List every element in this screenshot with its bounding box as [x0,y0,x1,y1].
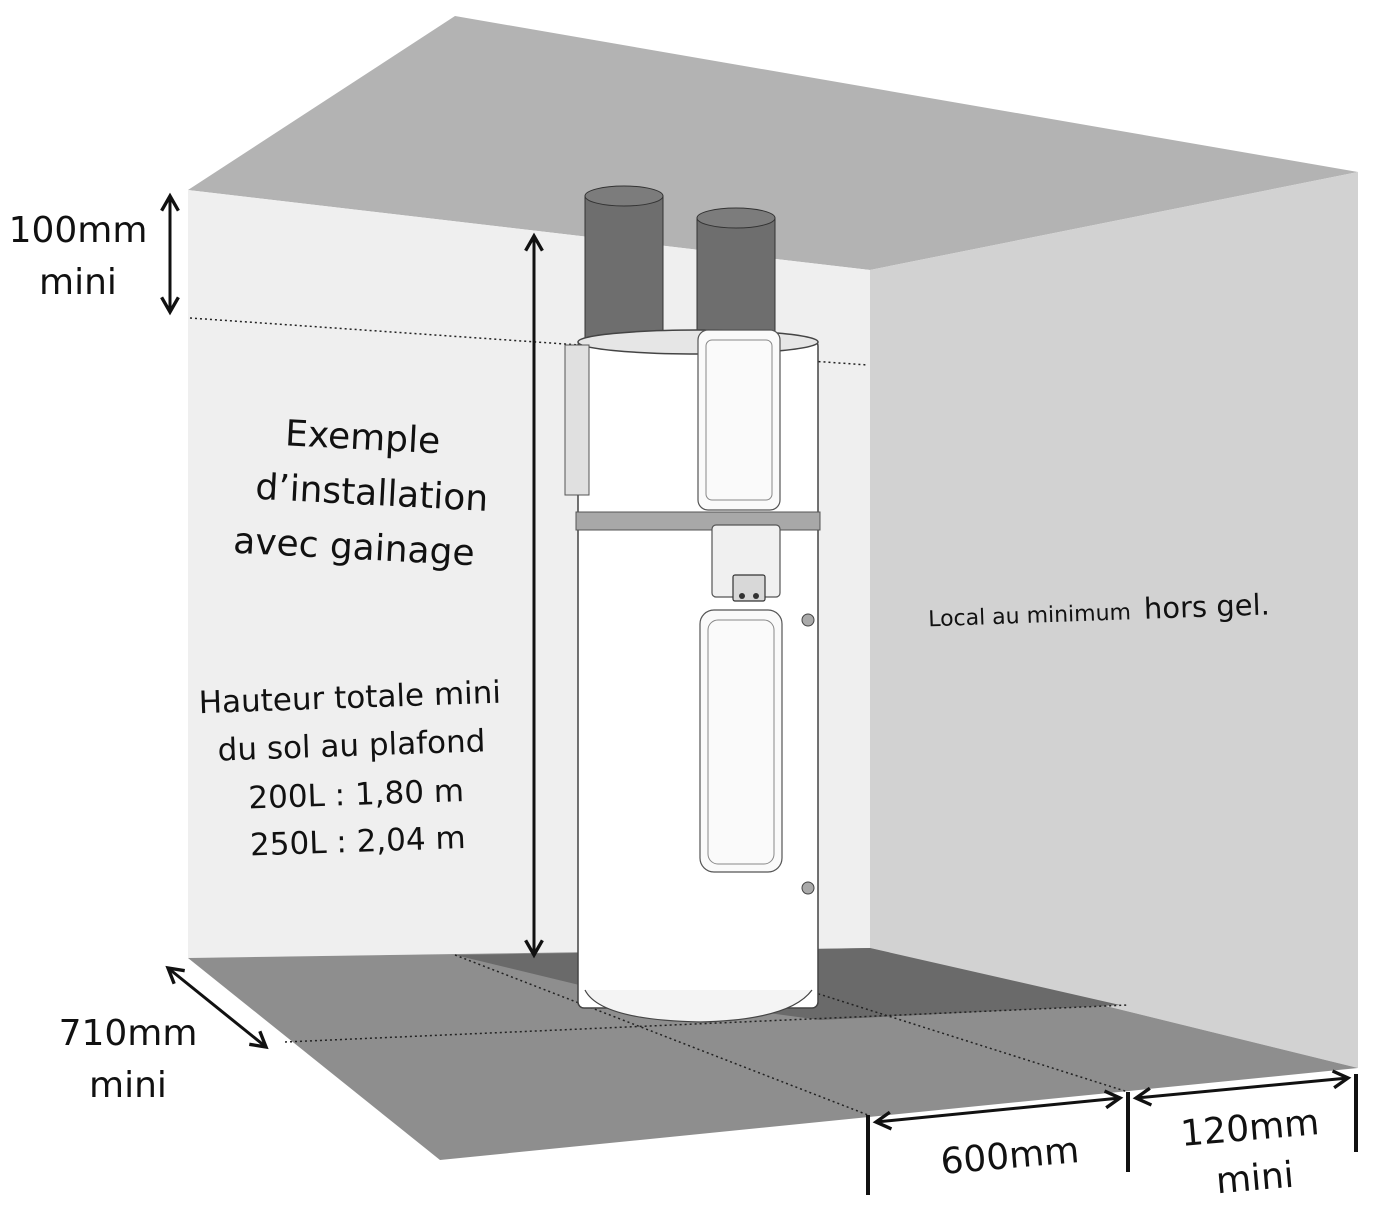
width-label: 600mm [939,1130,1081,1183]
title-line-1: Exemple [284,413,441,462]
duct-left [584,195,664,347]
right-wall [870,172,1358,1068]
ceiling-clearance-sub: mini [39,262,117,303]
ceiling [188,16,1358,270]
side-clearance-sub: mini [1214,1155,1295,1203]
room-note-big: hors gel. [1143,587,1270,625]
duct-left-top [584,185,664,207]
water-heater [564,329,821,1023]
depth-clearance-arrow [165,965,269,1050]
control-panel [732,574,766,602]
duct-right-top [696,207,776,229]
height-line-3: 200L : 1,80 m [248,773,465,817]
depth-clearance-label: 710mm [59,1013,198,1054]
floor-grid-line [679,949,1129,1093]
floor-grid-line [284,1004,1129,1043]
width-arrow [872,1089,1124,1131]
depth-clearance-sub: mini [89,1065,167,1106]
height-line-4: 250L : 2,04 m [249,820,466,864]
ceiling-clearance-label: 100mm [9,210,148,251]
side-clearance-arrow [1132,1069,1352,1107]
duct-right [696,217,776,337]
side-clearance-label: 120mm [1179,1102,1321,1155]
floor-grid-line [454,954,869,1116]
